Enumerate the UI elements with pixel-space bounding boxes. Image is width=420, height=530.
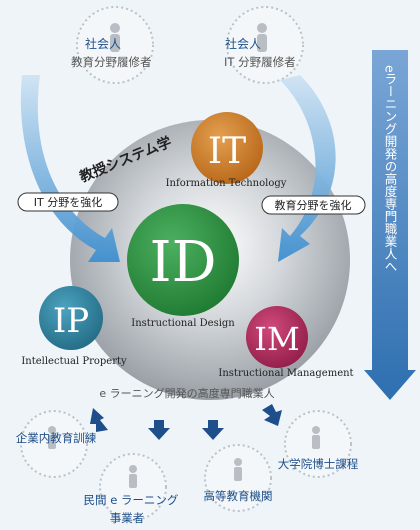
im-circle (246, 306, 308, 368)
ip-circle-group: IP Intellectual Property (21, 286, 127, 367)
id-abbr: ID (149, 230, 216, 295)
ip-abbr: IP (53, 301, 89, 341)
person-icon (312, 426, 320, 449)
person-icon (129, 465, 137, 488)
top-right-person-group: 社会人 IT 分野履修者 (224, 6, 304, 84)
it-circle-group: IT Information Technology (166, 112, 287, 189)
down-arrows (90, 404, 282, 440)
ip-name: Intellectual Property (21, 356, 127, 367)
left-curved-arrow (20, 75, 120, 262)
dest-private: 民間 e ラーニング 事業者 (84, 453, 179, 525)
right-curved-arrow (278, 75, 336, 262)
down-arrow-4 (262, 404, 282, 426)
top-right-line1: 社会人 (225, 36, 261, 51)
dest-private-line1: 民間 e ラーニング (84, 493, 179, 507)
person-icon (48, 426, 56, 449)
right-tag: 教育分野を強化 (261, 195, 366, 215)
down-arrow-2 (148, 420, 170, 440)
dest-private-line2: 事業者 (110, 511, 145, 525)
it-name: Information Technology (166, 178, 287, 189)
banner-shape (364, 50, 416, 400)
id-name: Instructional Design (131, 318, 235, 329)
it-circle (191, 112, 263, 184)
person-icon (234, 458, 242, 481)
top-right-line2: IT 分野履修者 (224, 55, 296, 69)
banner-text: eラーニング開発の高度専門職業人へ (383, 65, 398, 273)
left-tag-label: IT 分野を強化 (34, 195, 102, 209)
top-left-person-group: 社会人 教育分野履修者 (71, 6, 154, 84)
im-name: Instructional Management (218, 368, 353, 379)
im-abbr: IM (254, 320, 299, 358)
id-circle (127, 204, 239, 316)
dest-doctoral: 大学院博士課程 (278, 410, 359, 478)
id-circle-group: ID Instructional Design (127, 204, 239, 329)
down-arrow-1 (90, 408, 108, 432)
im-circle-group: IM Instructional Management (218, 306, 354, 379)
right-tag-label: 教育分野を強化 (275, 198, 352, 212)
top-left-line1: 社会人 (85, 36, 121, 51)
dest-higher-ed-label: 高等教育機関 (204, 489, 273, 503)
dest-corporate: 企業内教育訓練 (16, 410, 97, 478)
person-icon (257, 23, 267, 52)
dest-higher-ed: 高等教育機関 (204, 444, 273, 512)
person-icon (110, 23, 120, 52)
it-abbr: IT (208, 131, 246, 172)
dest-doctoral-label: 大学院博士課程 (278, 457, 359, 471)
ip-circle (39, 286, 103, 350)
down-arrow-3 (202, 420, 224, 440)
bottom-heading: e ラーニング開発の高度専門職業人 (99, 386, 274, 400)
right-banner-arrow: eラーニング開発の高度専門職業人へ (364, 50, 416, 400)
dest-corporate-label: 企業内教育訓練 (16, 431, 97, 445)
top-left-line2: 教育分野履修者 (71, 55, 152, 69)
left-tag: IT 分野を強化 (17, 192, 119, 212)
